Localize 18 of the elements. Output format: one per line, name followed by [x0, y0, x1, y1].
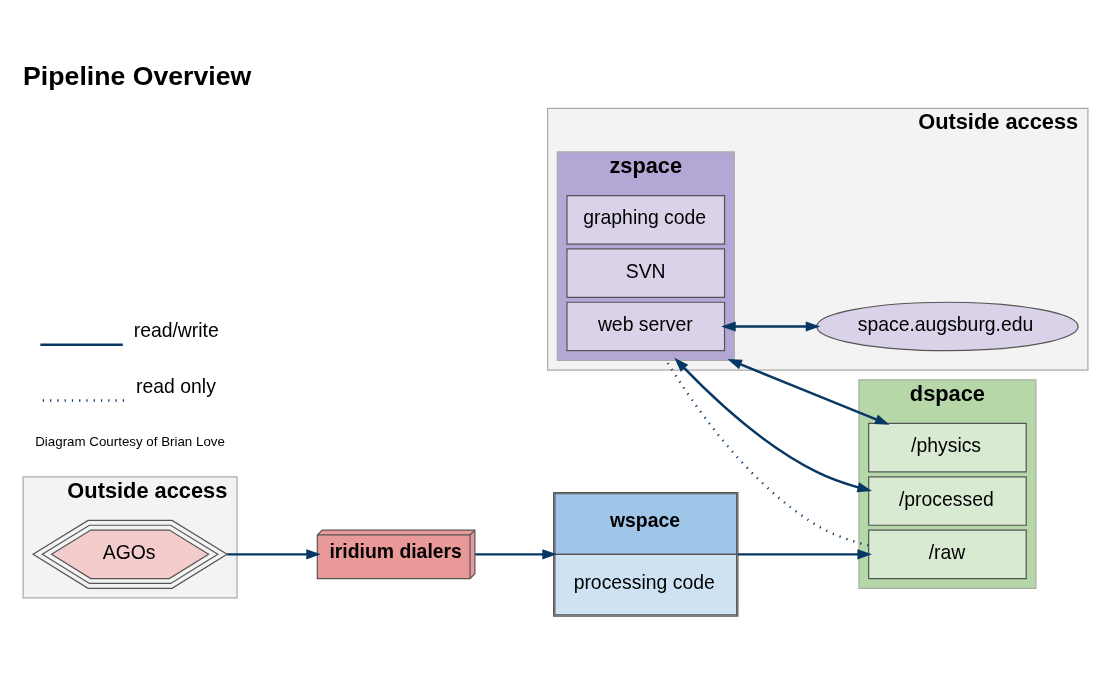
arrow [727, 358, 890, 425]
arrow [721, 320, 821, 332]
node-box: /physics [868, 422, 1027, 473]
node-box: SVN [566, 247, 726, 298]
legend-label: read only [136, 374, 216, 397]
node-box: web server [566, 301, 726, 351]
node-box: /raw [868, 529, 1027, 579]
node-ellipse: space.augsburg.edu [816, 301, 1079, 351]
label: Diagram Courtesy of Brian Love [35, 433, 225, 449]
legend-label: read/write [133, 318, 219, 341]
arrow [738, 548, 872, 559]
connector [665, 359, 869, 546]
node-box: graphing code [566, 194, 726, 245]
arrow [674, 357, 872, 492]
arrow [227, 548, 321, 559]
diagram-title: Pipeline Overview [23, 60, 252, 91]
node-box: /processed [868, 475, 1027, 526]
arrow [475, 548, 557, 559]
